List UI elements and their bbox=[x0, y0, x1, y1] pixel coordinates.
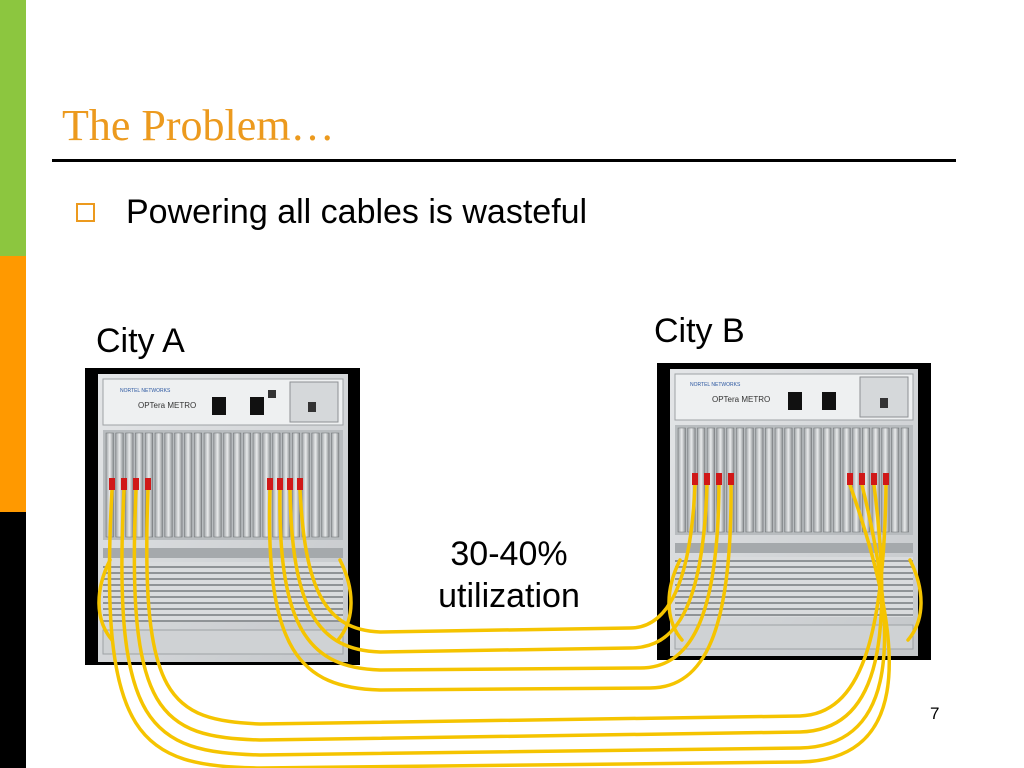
card-slot bbox=[242, 432, 251, 538]
card-slot bbox=[745, 427, 754, 533]
fiber-connector bbox=[297, 478, 303, 490]
fiber-connector bbox=[121, 478, 127, 490]
bullet-text: Powering all cables is wasteful bbox=[126, 193, 588, 231]
card-slot bbox=[154, 432, 163, 538]
page-number: 7 bbox=[930, 704, 940, 723]
city-b-label: City B bbox=[654, 312, 745, 350]
fiber-connector bbox=[287, 478, 293, 490]
fiber-cables bbox=[97, 483, 923, 768]
city-a-label: City A bbox=[96, 322, 185, 360]
card-slot bbox=[213, 432, 222, 538]
utilization-word: utilization bbox=[438, 577, 580, 616]
fiber-connector bbox=[133, 478, 139, 490]
fiber-connector bbox=[277, 478, 283, 490]
card-slot bbox=[823, 427, 832, 533]
utilization-percent: 30-40% bbox=[450, 535, 568, 573]
card-slots bbox=[105, 432, 340, 538]
card-slot bbox=[321, 432, 330, 538]
utilization-label: 30-40% utilization bbox=[400, 533, 618, 617]
red-fiber-connectors bbox=[109, 473, 889, 490]
card-slot bbox=[223, 432, 232, 538]
maker-logo-text: NORTEL NETWORKS bbox=[690, 382, 741, 388]
fiber-connector bbox=[728, 473, 734, 485]
left-accent-black bbox=[0, 512, 26, 768]
slide-title: The Problem… bbox=[62, 101, 335, 150]
bullet-item: Powering all cables is wasteful bbox=[76, 193, 587, 232]
fiber-connector bbox=[859, 473, 865, 485]
fiber-connector bbox=[883, 473, 889, 485]
fiber-connector bbox=[716, 473, 722, 485]
fiber-connector bbox=[145, 478, 151, 490]
card-slot bbox=[813, 427, 822, 533]
brand-logo-text: OPTera METRO bbox=[712, 395, 770, 404]
maker-logo-text: NORTEL NETWORKS bbox=[120, 388, 171, 394]
card-slot bbox=[184, 432, 193, 538]
city-a-equipment-rack: NORTEL NETWORKS OPTera METRO bbox=[85, 368, 360, 665]
fiber-connector bbox=[847, 473, 853, 485]
card-slot bbox=[174, 432, 183, 538]
card-slot bbox=[252, 432, 261, 538]
left-accent-orange bbox=[0, 256, 26, 512]
card-slot bbox=[900, 427, 909, 533]
card-slot bbox=[331, 432, 340, 538]
fiber-connector bbox=[109, 478, 115, 490]
brand-logo-text: OPTera METRO bbox=[138, 401, 196, 410]
card-slot bbox=[193, 432, 202, 538]
card-slot bbox=[164, 432, 173, 538]
card-slots bbox=[677, 427, 909, 533]
card-slot bbox=[774, 427, 783, 533]
card-slot bbox=[794, 427, 803, 533]
hollow-square-bullet-icon bbox=[76, 203, 95, 222]
card-slot bbox=[203, 432, 212, 538]
card-slot bbox=[803, 427, 812, 533]
fiber-connector bbox=[871, 473, 877, 485]
card-slot bbox=[832, 427, 841, 533]
fiber-connector bbox=[267, 478, 273, 490]
card-slot bbox=[784, 427, 793, 533]
title-divider bbox=[52, 159, 956, 162]
card-slot bbox=[233, 432, 242, 538]
fiber-connector bbox=[692, 473, 698, 485]
card-slot bbox=[891, 427, 900, 533]
left-accent-green bbox=[0, 0, 26, 256]
fiber-connector bbox=[704, 473, 710, 485]
card-slot bbox=[677, 427, 686, 533]
card-slot bbox=[755, 427, 764, 533]
card-slot bbox=[311, 432, 320, 538]
city-b-equipment-rack: NORTEL NETWORKS OPTera METRO bbox=[657, 363, 931, 660]
card-slot bbox=[765, 427, 774, 533]
card-slot bbox=[735, 427, 744, 533]
